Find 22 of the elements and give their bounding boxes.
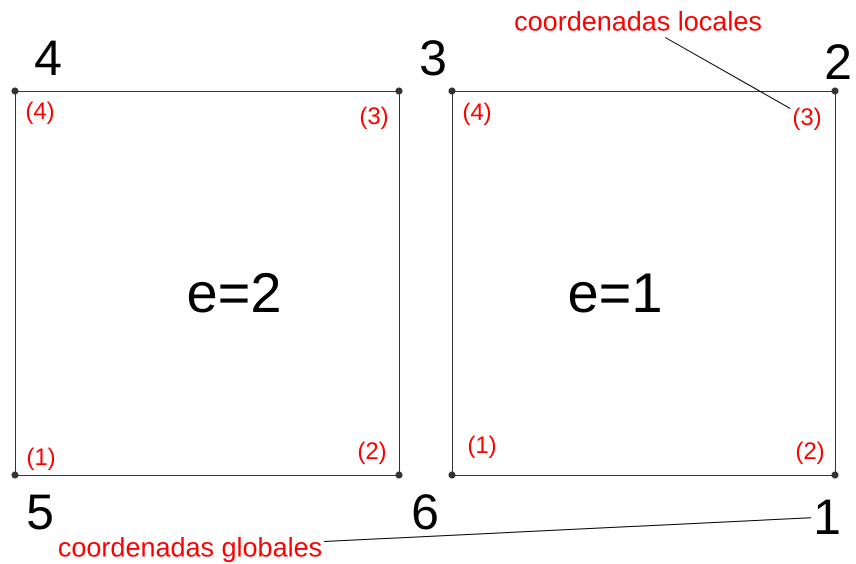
global-node-number: 5 xyxy=(26,487,54,537)
element-label: e=1 xyxy=(568,265,662,321)
local-node-number: (4) xyxy=(25,100,55,124)
element-square xyxy=(452,91,836,476)
global-node-number: 3 xyxy=(419,33,447,83)
local-node-number: (1) xyxy=(467,434,497,458)
global-node-number: 1 xyxy=(813,492,841,542)
element-square xyxy=(15,91,400,476)
leader-line xyxy=(664,37,791,110)
element-label: e=2 xyxy=(186,265,282,321)
global-node-number: 6 xyxy=(411,487,439,537)
local-node-number: (2) xyxy=(795,440,825,464)
global-node-number: 4 xyxy=(34,33,62,83)
annotation-text: coordenadas globales xyxy=(58,534,322,562)
global-node-number: 2 xyxy=(824,37,852,87)
leader-line xyxy=(324,517,812,542)
local-node-number: (2) xyxy=(357,440,387,464)
local-node-number: (3) xyxy=(792,106,822,130)
local-node-number: (4) xyxy=(462,101,492,125)
annotation-text: coordenadas locales xyxy=(514,8,762,36)
local-node-number: (1) xyxy=(26,446,56,470)
local-node-number: (3) xyxy=(359,105,389,129)
